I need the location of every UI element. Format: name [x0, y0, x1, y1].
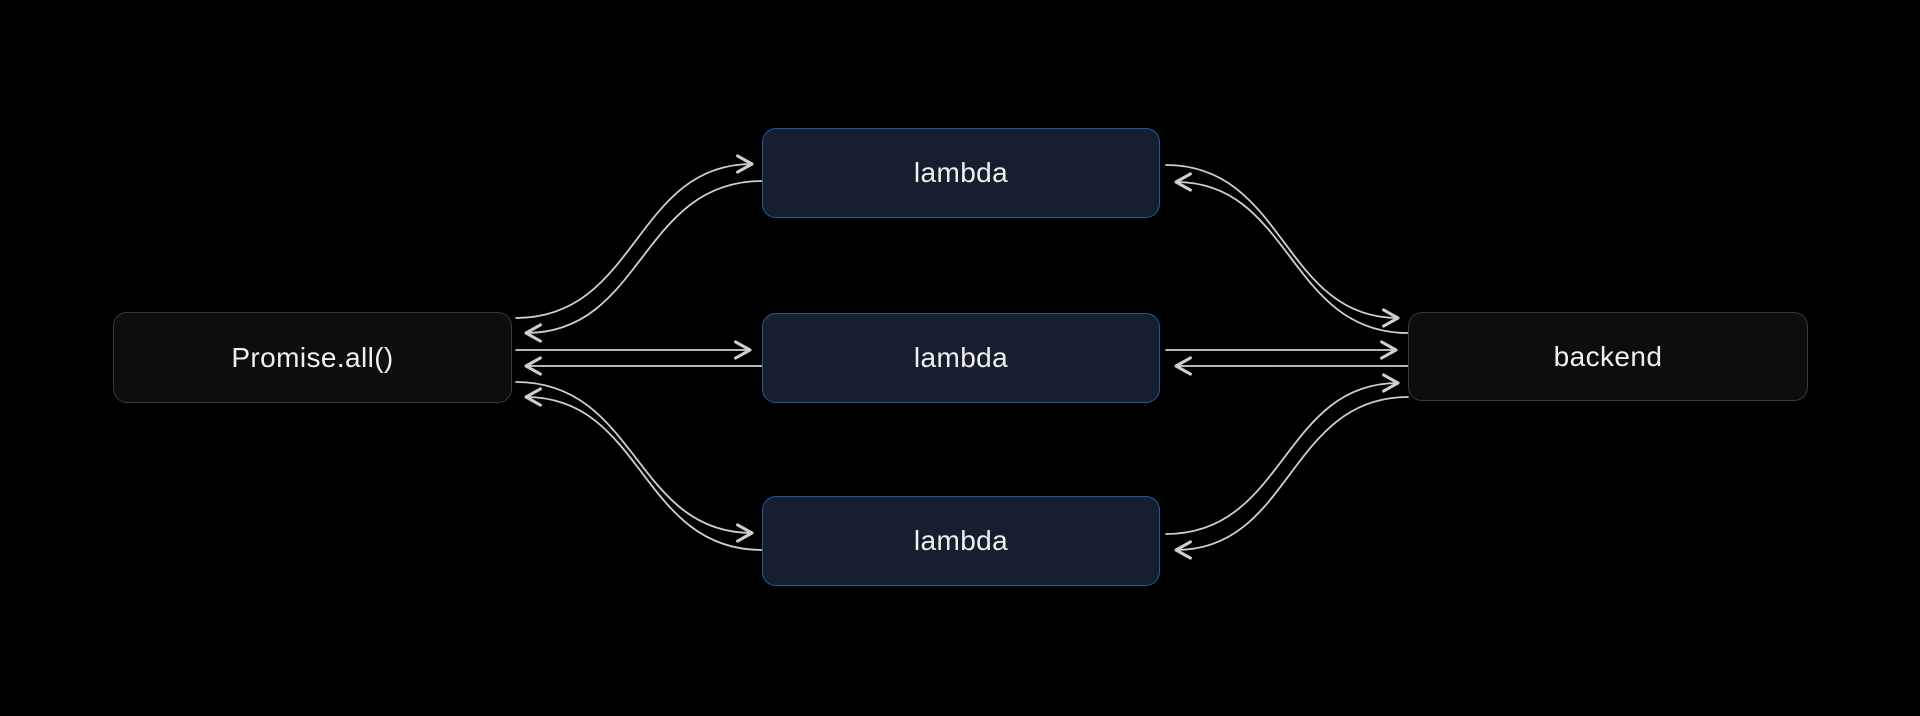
edge-lambda-bottom-to-promise-response-arrow: [524, 387, 763, 551]
node-backend-label: backend: [1553, 340, 1663, 372]
edge-promise-to-lambda-bottom-request-arrow: [515, 381, 754, 543]
edge-backend-to-lambda-top-response-arrow: [1174, 172, 1409, 334]
node-promise-all: Promise.all(): [113, 312, 512, 403]
node-backend: backend: [1408, 312, 1808, 401]
edge-lambda-top-to-promise-response-arrow: [524, 180, 763, 343]
node-lambda-middle: lambda: [762, 313, 1160, 403]
edge-lambda-bottom-to-backend-request-arrow: [1165, 373, 1400, 535]
node-lambda-middle-label: lambda: [913, 342, 1009, 373]
node-lambda-bottom: lambda: [762, 496, 1160, 586]
edge-backend-to-lambda-bottom-response-arrow: [1174, 396, 1409, 560]
edge-promise-to-lambda-top-request-arrow: [515, 154, 754, 319]
edge-lambda-top-to-backend-request-arrow: [1165, 164, 1400, 328]
node-lambda-bottom-label: lambda: [913, 525, 1009, 556]
node-lambda-top-label: lambda: [913, 157, 1009, 188]
node-promise-all-label: Promise.all(): [231, 341, 394, 373]
node-lambda-top: lambda: [762, 128, 1160, 218]
